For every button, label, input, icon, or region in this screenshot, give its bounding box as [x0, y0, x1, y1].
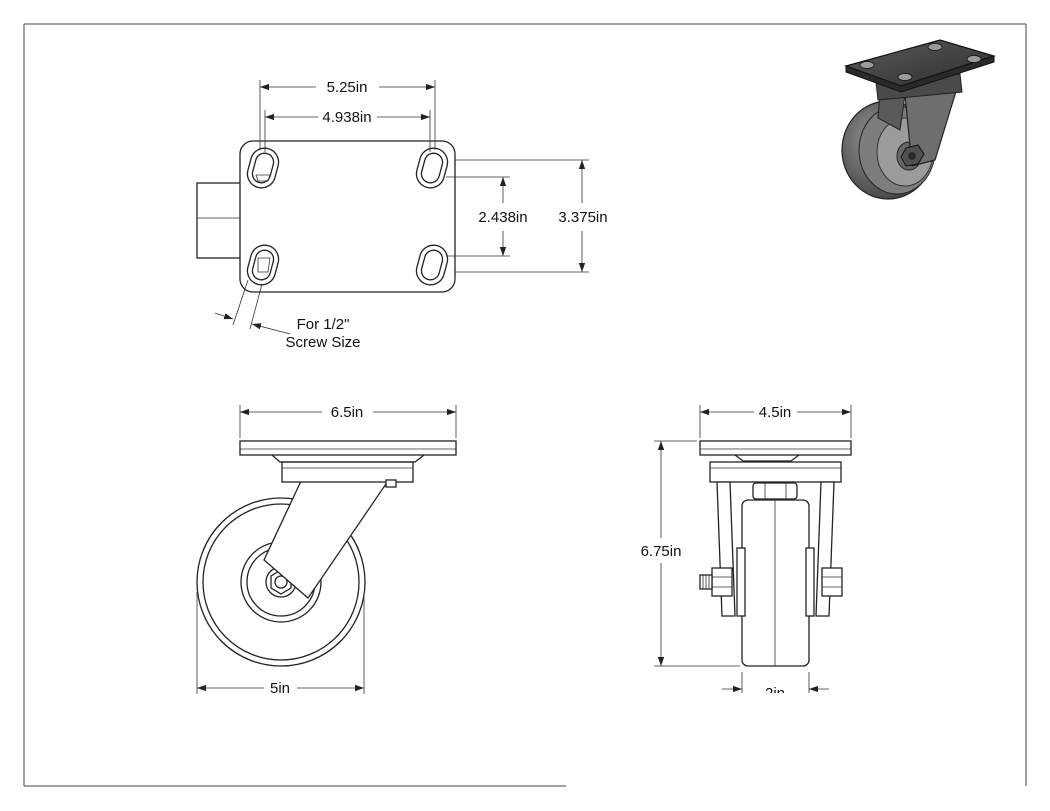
- mounting-slot: [246, 244, 280, 286]
- dim-label: 5in: [270, 680, 290, 697]
- screw-note-line1: For 1/2": [297, 316, 350, 333]
- swivel-housing-front: [709, 461, 842, 483]
- dim-front-overall-height: 6.75in: [641, 440, 740, 667]
- front-plate: [699, 440, 852, 456]
- swivel-caster-isometric-icon: [841, 39, 997, 200]
- dim-top-hole-spacing-height: 2.438in: [446, 176, 528, 257]
- screw-size-callout: For 1/2" Screw Size: [214, 279, 361, 351]
- dim-side-wheel-diameter: 5in: [196, 592, 365, 697]
- axle-nut-right: [821, 567, 843, 597]
- dim-side-plate-length: 6.5in: [239, 404, 457, 438]
- dim-label: 4.5in: [759, 404, 792, 421]
- kingpin-block: [196, 182, 242, 259]
- mounting-slot: [415, 147, 449, 189]
- dim-top-hole-spacing-width: 4.938in: [264, 109, 431, 152]
- swivel-housing: [281, 461, 414, 483]
- top-view: 5.25in 4.938in 2.438in 3.375in: [196, 79, 608, 351]
- screw-note-line2: Screw Size: [285, 334, 360, 351]
- side-plate: [239, 440, 457, 456]
- dim-label: 3.375in: [558, 209, 607, 226]
- dim-label: 2.438in: [478, 209, 527, 226]
- dim-label: 6.75in: [641, 543, 682, 560]
- wheel-front: [741, 499, 810, 667]
- front-view: 4.5in 6.75in 2in: [641, 404, 852, 705]
- dim-label: 4.938in: [322, 109, 371, 126]
- dim-label: 6.5in: [331, 404, 364, 421]
- mounting-slot: [246, 147, 280, 189]
- dim-front-wheel-width: 2in: [722, 672, 830, 705]
- dim-top-overall-height: 3.375in: [455, 159, 608, 273]
- axle-nut-left: [711, 567, 733, 597]
- dim-label: 5.25in: [327, 79, 368, 96]
- dim-top-overall-width: 5.25in: [259, 79, 436, 150]
- sheet-border: [23, 23, 1027, 787]
- mounting-slot: [415, 244, 449, 286]
- side-view: 6.5in 5in: [196, 404, 457, 697]
- dim-front-plate-width: 4.5in: [699, 404, 852, 438]
- top-plate-outline: [239, 140, 456, 293]
- kingpin-nut: [752, 482, 798, 500]
